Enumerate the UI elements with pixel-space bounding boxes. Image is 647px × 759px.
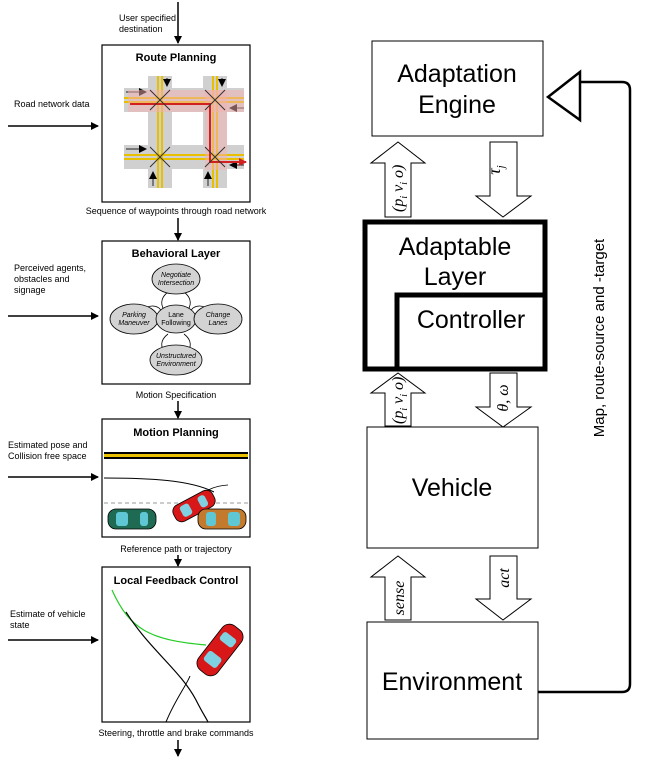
state-parking-maneuver [109, 303, 159, 335]
feedback-output-label: Steering, throttle and brake commands [98, 728, 254, 738]
state-negotiate-intersection [151, 263, 201, 295]
behavior-output-label: Motion Specification [136, 390, 217, 400]
green-car-icon [107, 508, 157, 530]
up-arrow-state-mid [369, 372, 427, 427]
adaptable-layer-label-2: Layer [424, 263, 487, 291]
state-label-parking-1: Parking [122, 312, 146, 319]
state-lane-following [155, 304, 197, 334]
top-input-label-2: destination [119, 24, 163, 34]
feedback-illustration [111, 589, 244, 723]
up-top-label: (pi vi o) [390, 165, 410, 212]
state-label-change-1: Change [206, 312, 231, 319]
vehicle-box [366, 426, 539, 549]
down-mid-label: θ, ω [495, 384, 512, 411]
sense-label: sense [391, 581, 408, 616]
route-output-label: Sequence of waypoints through road netwo… [86, 206, 267, 216]
up-mid-label: (pi vi o) [390, 377, 410, 424]
local-feedback-title: Local Feedback Control [114, 575, 239, 587]
feedback-arrowhead [545, 69, 582, 123]
up-arrow-state-top [369, 141, 427, 218]
motion-side-input-1: Estimated pose and [8, 440, 88, 450]
feedback-side-input-1: Estimate of vehicle [10, 609, 86, 619]
orange-car-icon [197, 508, 247, 530]
down-arrow-theta-omega [474, 372, 533, 428]
state-label-unstructured-2: Environment [156, 361, 196, 368]
left-pipeline: User specified destination Route Plannin… [8, 2, 267, 757]
route-planning-title: Route Planning [136, 52, 217, 64]
controller-label: Controller [417, 306, 525, 334]
state-label-negotiate-2: Intersection [158, 280, 194, 287]
feedback-red-car-icon [196, 623, 244, 677]
behavioral-layer-title: Behavioral Layer [132, 248, 221, 260]
adaptation-engine-label-2: Engine [418, 91, 496, 119]
state-label-negotiate-1: Negotiate [161, 272, 191, 279]
right-architecture: Adaptation Engine (pi vi o) τj Adaptable… [362, 40, 632, 740]
motion-side-input-2: Collision free space [8, 451, 87, 461]
top-input-label-1: User specified [119, 13, 176, 23]
environment-label: Environment [382, 668, 522, 696]
motion-output-label: Reference path or trajectory [120, 544, 232, 554]
state-change-lanes [193, 303, 243, 335]
motion-planning-title: Motion Planning [133, 427, 219, 439]
state-label-unstructured-1: Unstructured [156, 353, 197, 360]
state-label-lane-2: Following [161, 320, 191, 327]
adaptation-engine-box [371, 40, 544, 137]
adaptable-layer-label-1: Adaptable [399, 233, 512, 261]
behavior-state-machine [109, 263, 243, 376]
feedback-loop-line [538, 80, 632, 694]
state-unstructured-environment [149, 344, 203, 376]
road-network-illustration [124, 76, 247, 188]
down-top-label: τj [484, 165, 507, 175]
adaptation-engine-label-1: Adaptation [397, 60, 517, 88]
down-arrow-tau [474, 141, 533, 218]
behavior-side-input-2: obstacles and [14, 274, 70, 284]
state-label-change-2: Lanes [208, 320, 228, 327]
controller-box [394, 292, 548, 372]
route-planning-panel [101, 44, 251, 203]
behavior-side-input-1: Perceived agents, [14, 263, 86, 273]
down-arrow-act [474, 555, 533, 621]
motion-planning-illustration [103, 452, 248, 530]
state-label-parking-2: Maneuver [118, 320, 150, 327]
act-label: act [496, 568, 513, 588]
vehicle-label: Vehicle [412, 474, 493, 502]
feedback-loop-label: Map, route-source and -target [591, 238, 608, 437]
behavior-side-input-3: signage [14, 285, 46, 295]
up-arrow-sense [369, 555, 427, 621]
state-label-lane-1: Lane [168, 312, 184, 319]
feedback-side-input-2: state [10, 620, 30, 630]
environment-box [366, 621, 539, 740]
route-side-input: Road network data [14, 99, 90, 109]
